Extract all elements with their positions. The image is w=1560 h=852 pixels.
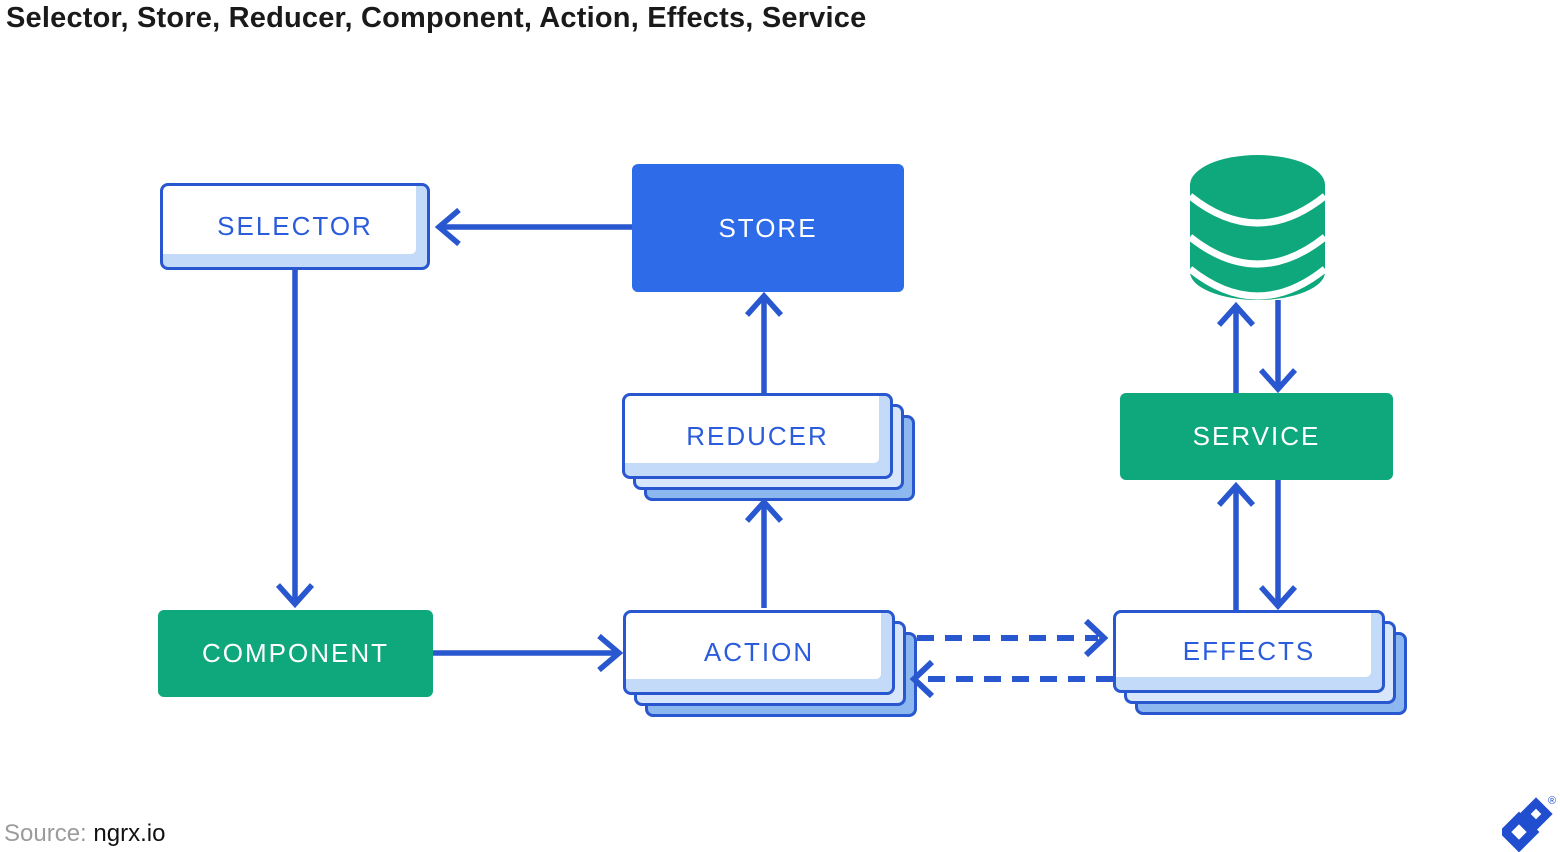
node-service: SERVICE xyxy=(1120,393,1393,480)
page-title: Selector, Store, Reducer, Component, Act… xyxy=(6,2,867,34)
node-reducer-label: REDUCER xyxy=(686,420,829,451)
node-action: ACTION xyxy=(623,610,917,717)
node-reducer-box: REDUCER xyxy=(622,393,893,479)
arrow-effects-to-service xyxy=(1216,481,1256,610)
source-value: ngrx.io xyxy=(93,820,166,847)
arrow-store-to-selector xyxy=(434,207,632,247)
arrow-action-to-effects-dashed xyxy=(917,618,1109,658)
node-component-label: COMPONENT xyxy=(202,638,389,668)
node-effects: EFFECTS xyxy=(1113,610,1407,715)
node-selector-label: SELECTOR xyxy=(217,211,373,241)
node-action-label: ACTION xyxy=(703,637,815,667)
arrow-effects-to-action-dashed xyxy=(909,659,1113,699)
arrow-action-to-reducer xyxy=(744,497,784,608)
source-line: Source: ngrx.io xyxy=(4,820,165,848)
arrow-service-to-effects xyxy=(1258,480,1298,611)
node-effects-box: EFFECTS xyxy=(1113,610,1385,693)
arrow-reducer-to-store xyxy=(744,291,784,393)
arrow-selector-to-component xyxy=(275,270,315,609)
node-effects-label: EFFECTS xyxy=(1182,636,1316,666)
source-label: Source: xyxy=(4,820,87,847)
node-store: STORE xyxy=(632,164,904,292)
arrow-component-to-action xyxy=(433,633,624,673)
node-component: COMPONENT xyxy=(158,610,433,697)
node-store-label: STORE xyxy=(718,212,818,243)
database-icon xyxy=(1187,155,1328,300)
registered-mark: ® xyxy=(1548,795,1556,807)
node-selector: SELECTOR xyxy=(160,183,430,270)
node-action-box: ACTION xyxy=(623,610,895,695)
node-reducer: REDUCER xyxy=(622,393,915,501)
arrow-database-to-service xyxy=(1258,300,1298,394)
node-service-label: SERVICE xyxy=(1192,421,1321,451)
toptal-logo-icon: ® xyxy=(1502,795,1556,852)
arrow-service-to-database xyxy=(1216,301,1256,393)
